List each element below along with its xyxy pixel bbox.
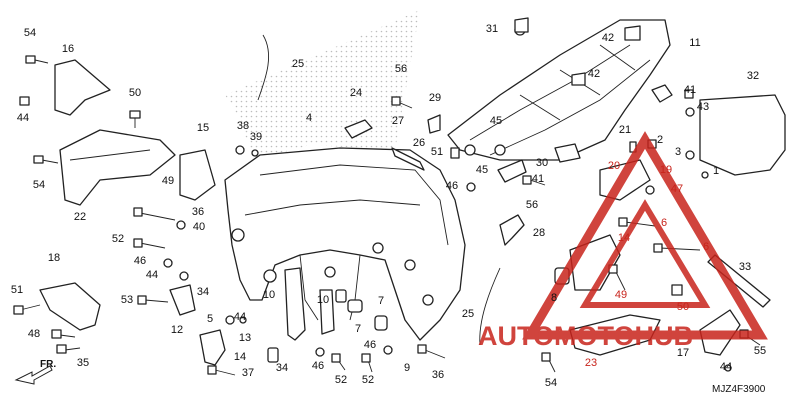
callout-35: 35 (77, 357, 89, 369)
callout-36: 36 (192, 206, 204, 218)
callout-39: 39 (250, 131, 262, 143)
callout-17: 17 (677, 347, 689, 359)
callout-49: 49 (162, 175, 174, 187)
callout-33: 33 (739, 261, 751, 273)
callout-16: 16 (62, 43, 74, 55)
callout-46: 46 (446, 180, 458, 192)
direction-label: FR. (40, 359, 56, 370)
callout-54: 54 (545, 377, 557, 389)
fasteners (13, 17, 761, 376)
callout-9: 9 (404, 362, 410, 374)
callout-41: 41 (532, 173, 544, 185)
callout-7: 7 (378, 295, 384, 307)
callout-54: 54 (24, 27, 36, 39)
callout-12: 12 (171, 324, 183, 336)
left-brackets (54, 59, 216, 206)
callout-47: 47 (671, 183, 683, 195)
callout-1: 1 (713, 165, 719, 177)
callout-30: 30 (536, 157, 548, 169)
callout-34: 34 (276, 362, 288, 374)
callout-46: 46 (312, 360, 324, 372)
callout-10: 10 (263, 289, 275, 301)
callout-6: 6 (661, 217, 667, 229)
callout-44: 44 (17, 112, 29, 124)
front-direction-indicator: FR. (14, 359, 56, 385)
callout-44: 44 (234, 311, 246, 323)
callout-14: 14 (618, 232, 630, 244)
callout-7: 7 (355, 323, 361, 335)
callout-2: 2 (657, 134, 663, 146)
hoses (257, 34, 501, 346)
callout-44: 44 (146, 269, 158, 281)
callout-55: 55 (754, 345, 766, 357)
frame-shading (225, 10, 420, 160)
watermark-logo: AUTOMOTOHUB (478, 131, 768, 351)
callout-52: 52 (335, 374, 347, 386)
callout-24: 24 (350, 87, 362, 99)
callout-8: 8 (551, 292, 557, 304)
callout-45: 45 (490, 115, 502, 127)
callout-18: 18 (48, 252, 60, 264)
callout-48: 48 (28, 328, 40, 340)
main-frame (224, 147, 466, 341)
cover-plate (699, 94, 786, 176)
callout-40: 40 (193, 221, 205, 233)
callout-42: 42 (588, 68, 600, 80)
callout-4: 4 (306, 112, 312, 124)
callout-43: 43 (697, 101, 709, 113)
callout-14: 14 (234, 351, 246, 363)
callout-51: 51 (431, 146, 443, 158)
callout-29: 29 (429, 92, 441, 104)
callout-3: 3 (675, 146, 681, 158)
callout-27: 27 (392, 115, 404, 127)
callout-6: 6 (703, 241, 709, 253)
callout-38: 38 (237, 120, 249, 132)
callout-36: 36 (432, 369, 444, 381)
callout-45: 45 (476, 164, 488, 176)
callout-20: 20 (608, 160, 620, 172)
callout-50: 50 (677, 301, 689, 313)
callout-28: 28 (533, 227, 545, 239)
callout-26: 26 (413, 137, 425, 149)
callout-32: 32 (747, 70, 759, 82)
lower-left-brackets (39, 282, 226, 366)
callout-44: 44 (720, 361, 732, 373)
callout-15: 15 (197, 122, 209, 134)
callout-46: 46 (134, 255, 146, 267)
callout-25: 25 (462, 308, 474, 320)
callout-23: 23 (585, 357, 597, 369)
callout-13: 13 (239, 332, 251, 344)
callout-52: 52 (362, 374, 374, 386)
callout-37: 37 (242, 367, 254, 379)
callout-56: 56 (395, 63, 407, 75)
callout-50: 50 (129, 87, 141, 99)
callout-10: 10 (317, 294, 329, 306)
callout-34: 34 (197, 286, 209, 298)
callout-51: 51 (11, 284, 23, 296)
callout-41: 41 (684, 84, 696, 96)
engine-brackets (284, 267, 388, 341)
watermark-text: AUTOMOTOHUB (478, 321, 693, 351)
rear-subframe (447, 19, 671, 161)
callout-31: 31 (486, 23, 498, 35)
callout-54: 54 (33, 179, 45, 191)
callout-11: 11 (689, 37, 700, 49)
callout-5: 5 (207, 313, 213, 325)
callout-42: 42 (602, 32, 614, 44)
callout-22: 22 (74, 211, 86, 223)
callout-19: 19 (660, 164, 672, 176)
callout-49: 49 (615, 289, 627, 301)
callout-25: 25 (292, 58, 304, 70)
callout-56: 56 (526, 199, 538, 211)
callout-52: 52 (112, 233, 124, 245)
callout-46: 46 (364, 339, 376, 351)
callout-21: 21 (619, 124, 631, 136)
part-code: MJZ4F3900 (712, 384, 766, 395)
callout-53: 53 (121, 294, 133, 306)
